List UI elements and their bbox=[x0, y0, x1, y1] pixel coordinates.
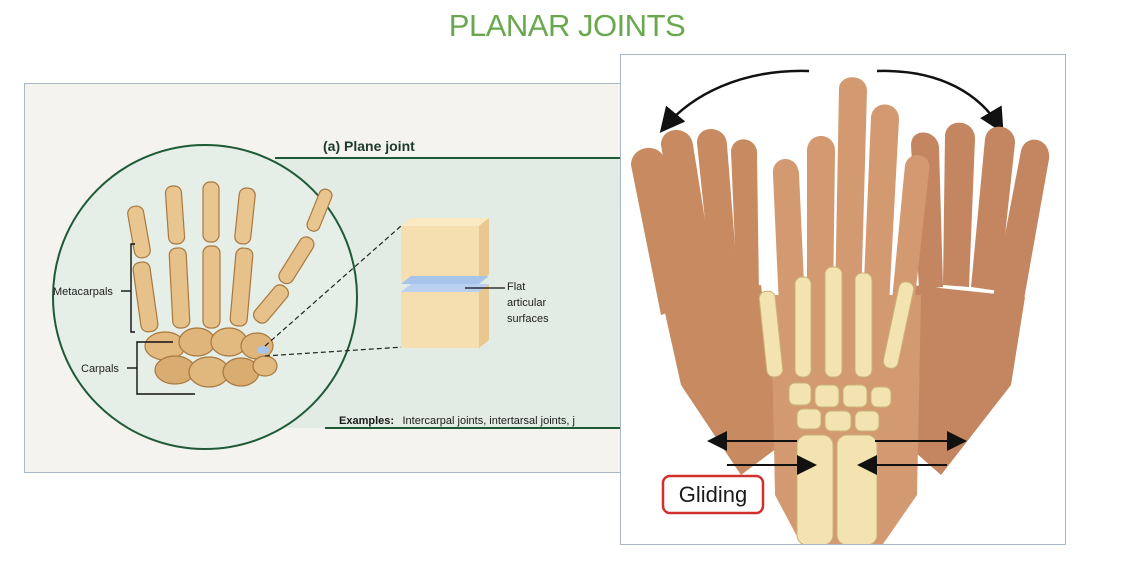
examples-text: Intercarpal joints, intertarsal joints, … bbox=[402, 415, 574, 427]
examples-line: Examples: Intercarpal joints, intertarsa… bbox=[339, 411, 575, 428]
upper-bone-block bbox=[401, 218, 489, 282]
gliding-label: Gliding bbox=[679, 482, 747, 507]
zoom-line-upper bbox=[264, 225, 402, 347]
plane-joint-diagram: Metacarpals Carpals (a) Plane joint bbox=[52, 138, 635, 450]
highlighted-joint bbox=[257, 346, 269, 354]
examples-label: Examples: bbox=[339, 415, 394, 427]
arrow-curve-right bbox=[876, 69, 1004, 134]
plane-joint-title: (a) Plane joint bbox=[323, 138, 415, 154]
flat-label-line2: articular bbox=[507, 297, 546, 309]
gliding-label-box bbox=[661, 474, 765, 515]
carpals-bracket bbox=[127, 341, 195, 395]
left-tilted-hand bbox=[631, 128, 781, 475]
zoom-line-lower bbox=[264, 345, 420, 357]
lower-bone-block bbox=[401, 284, 489, 348]
hand-bones bbox=[127, 181, 333, 388]
metacarpals-label: Metacarpals bbox=[53, 286, 113, 298]
metacarpals-bracket bbox=[121, 243, 135, 333]
arrow-curve-left bbox=[659, 69, 810, 133]
hand-skeleton-overlay bbox=[758, 266, 915, 544]
page-title: PLANAR JOINTS bbox=[448, 8, 686, 43]
articular-surface-lower bbox=[401, 284, 489, 292]
flat-label-line3: surfaces bbox=[507, 313, 549, 325]
carpals-label: Carpals bbox=[81, 363, 119, 375]
gliding-motion-figure: Gliding bbox=[620, 54, 1066, 545]
plane-joint-figure: Metacarpals Carpals (a) Plane joint bbox=[24, 83, 636, 473]
articular-surface-upper bbox=[401, 276, 489, 284]
gliding-hands-illustration: Gliding bbox=[631, 69, 1050, 544]
flat-label-line1: Flat bbox=[507, 281, 525, 293]
